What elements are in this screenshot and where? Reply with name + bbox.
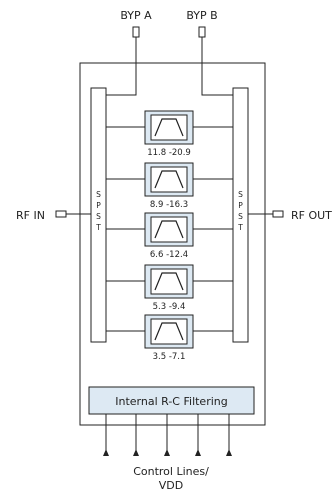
control-line — [133, 414, 139, 456]
internal-filtering-label: Internal R-C Filtering — [115, 395, 228, 408]
filter-band-label: 3.5 -7.1 — [153, 352, 186, 362]
spst-switch-left: S P S T — [90, 87, 107, 343]
rf-out-label: RF OUT — [291, 209, 332, 222]
bandpass-filter-icon — [154, 118, 184, 137]
bandpass-filter-icon — [154, 220, 184, 239]
rf-out-port: RF OUT — [248, 209, 332, 222]
spst-left-letter: S — [96, 190, 101, 199]
control-label-line1: Control Lines/ — [133, 465, 209, 478]
spst-left-letter: T — [95, 223, 101, 232]
filter-inner-box — [150, 268, 188, 295]
up-arrow-icon — [226, 449, 232, 456]
spst-right-letter: T — [237, 223, 243, 232]
rf-out-pin — [272, 210, 284, 218]
filter-inner-box — [150, 166, 188, 193]
control-line — [164, 414, 170, 456]
spst-right-letter: P — [238, 201, 243, 210]
filter-channel: 3.5 -7.1 — [106, 314, 233, 362]
bypass-b-line — [201, 37, 233, 96]
spst-left-letter: P — [96, 201, 101, 210]
up-arrow-icon — [133, 449, 139, 456]
filter-bank: 11.8 -20.9 8.9 -16.3 6.6 -12.4 5.3 -9.4 3.5 … — [106, 110, 233, 362]
bypass-a-line — [106, 37, 137, 96]
spst-right-letter: S — [238, 212, 243, 221]
filter-band-label: 6.6 -12.4 — [150, 250, 188, 260]
spst-left-letter: S — [96, 212, 101, 221]
control-line — [195, 414, 201, 456]
bandpass-filter-icon — [154, 322, 184, 341]
up-arrow-icon — [195, 449, 201, 456]
spst-switch-right: S P S T — [232, 87, 249, 343]
bypass-port-b-pin — [198, 26, 206, 38]
bypass-port-b: BYP B — [186, 9, 218, 38]
filter-channel: 5.3 -9.4 — [106, 264, 233, 312]
bypass-port-a-pin — [132, 26, 140, 38]
bypass-port-a-label: BYP A — [120, 9, 152, 22]
filter-channel: 8.9 -16.3 — [106, 162, 233, 210]
control-line — [226, 414, 232, 456]
filter-channel: 11.8 -20.9 — [106, 110, 233, 158]
filter-band-label: 11.8 -20.9 — [147, 148, 191, 158]
spst-switch-right-body — [232, 87, 249, 343]
filter-band-label: 5.3 -9.4 — [153, 302, 186, 312]
internal-filtering: Internal R-C Filtering — [88, 386, 255, 415]
spst-switch-left-body — [90, 87, 107, 343]
bandpass-filter-icon — [154, 272, 184, 291]
bypass-port-a: BYP A — [120, 9, 152, 38]
module-outline — [79, 62, 266, 426]
bypass-port-b-label: BYP B — [186, 9, 217, 22]
control-label-line2: VDD — [159, 479, 183, 492]
bandpass-filter-icon — [154, 170, 184, 189]
filter-channel: 6.6 -12.4 — [106, 212, 233, 260]
rf-in-label: RF IN — [16, 209, 45, 222]
up-arrow-icon — [103, 449, 109, 456]
control-line — [103, 414, 109, 456]
filter-band-label: 8.9 -16.3 — [150, 200, 188, 210]
up-arrow-icon — [164, 449, 170, 456]
rf-in-pin — [55, 210, 67, 218]
spst-right-letter: S — [238, 190, 243, 199]
rf-in-port: RF IN — [16, 209, 91, 222]
control-lines — [103, 414, 232, 456]
internal-filtering-box — [88, 386, 255, 415]
